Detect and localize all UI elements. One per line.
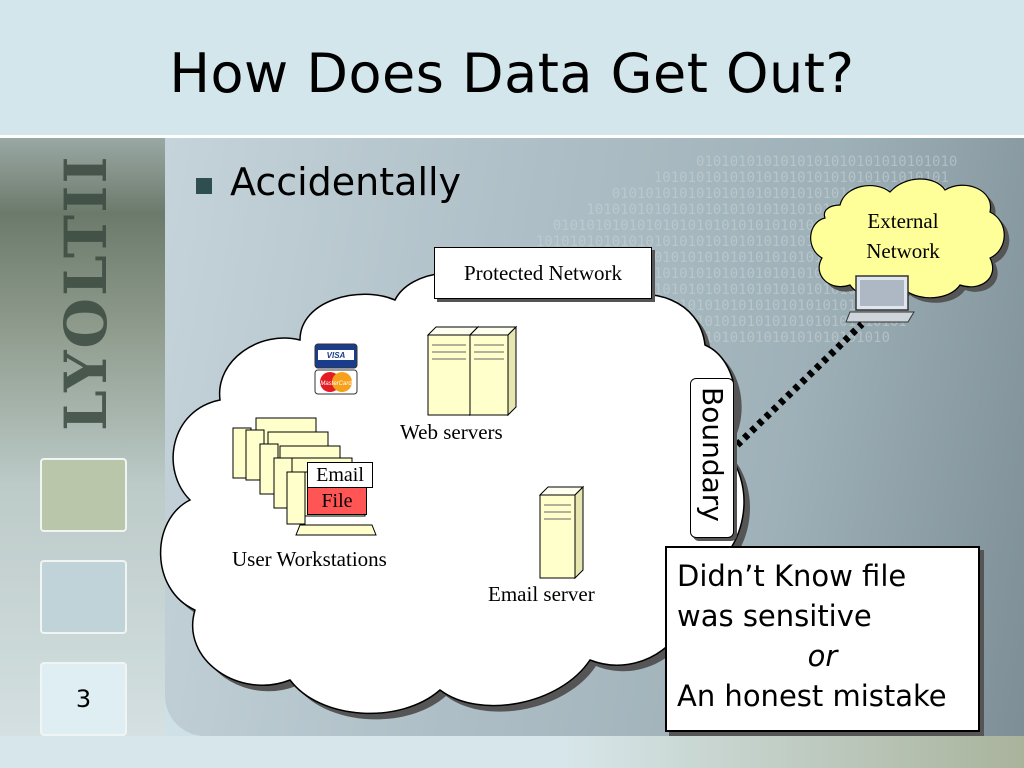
callout-line-2: was sensitive bbox=[677, 599, 872, 633]
web-server-icon bbox=[468, 325, 518, 417]
boundary-label: Boundary bbox=[696, 387, 729, 522]
bottom-strip bbox=[0, 736, 1024, 768]
boundary-label-box: Boundary bbox=[690, 378, 734, 538]
decorative-square-green bbox=[40, 458, 127, 532]
external-network-label: External Network bbox=[866, 209, 940, 263]
mastercard-text: MasterCard bbox=[320, 381, 352, 387]
laptop-icon bbox=[845, 275, 915, 323]
visa-text: VISA bbox=[327, 351, 346, 360]
bullet-icon bbox=[196, 178, 212, 194]
user-workstations-label: User Workstations bbox=[232, 547, 387, 571]
callout-line-1: Didn’t Know file bbox=[677, 559, 907, 593]
title-bar: How Does Data Get Out? bbox=[0, 0, 1024, 138]
credit-cards-icon: VISA MasterCard bbox=[314, 343, 358, 395]
external-network-cloud bbox=[810, 178, 1005, 299]
email-server-icon bbox=[538, 485, 585, 580]
decorative-square-blue bbox=[40, 560, 127, 634]
bullet-text: Accidentally bbox=[230, 160, 462, 204]
web-servers-label: Web servers bbox=[400, 420, 503, 444]
explanation-callout: Didn’t Know file was sensitive or An hon… bbox=[665, 546, 980, 732]
page-title: How Does Data Get Out? bbox=[169, 42, 855, 105]
email-server-label: Email server bbox=[488, 582, 595, 606]
protected-network-label: Protected Network bbox=[463, 261, 623, 285]
protected-network-label-box: Protected Network bbox=[434, 247, 652, 299]
leak-path-line bbox=[727, 321, 865, 455]
page-number: 3 bbox=[40, 662, 127, 736]
callout-or: or bbox=[807, 639, 838, 673]
email-tag: Email bbox=[307, 462, 373, 488]
callout-line-3: An honest mistake bbox=[677, 679, 947, 713]
file-tag: File bbox=[307, 487, 367, 515]
